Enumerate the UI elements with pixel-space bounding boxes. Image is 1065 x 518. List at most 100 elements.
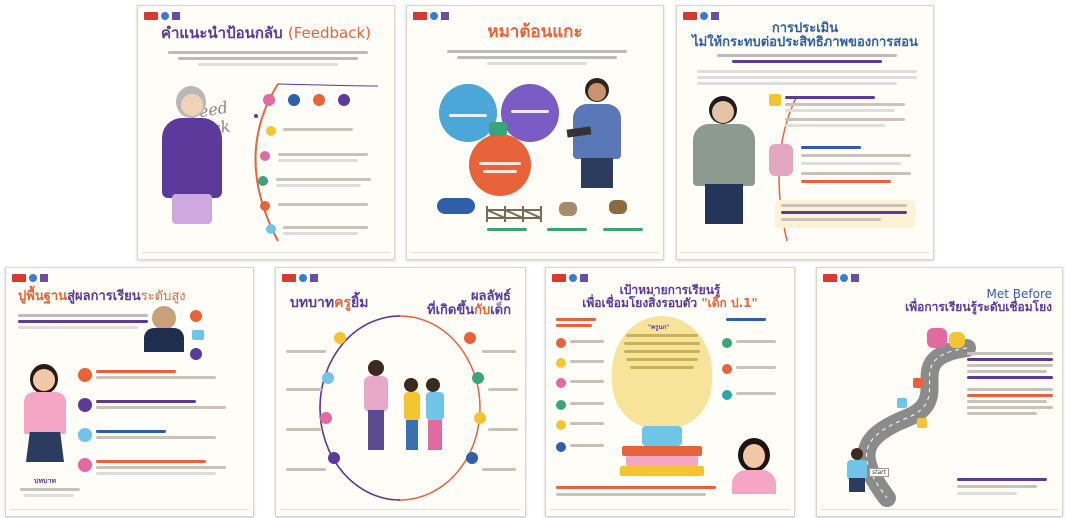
infographic-card-feedback[interactable]: คำแนะนำป้อนกลับ (Feedback) Feed back: [137, 5, 395, 260]
intro-text: [198, 63, 338, 66]
circle-frame: [319, 315, 481, 501]
learner-icon: [288, 94, 300, 106]
bottom-quote: [556, 486, 716, 489]
bulb-label: "ครูนก": [648, 324, 670, 331]
section-heading: [785, 96, 875, 99]
logo: [12, 274, 48, 282]
infographic-card-puzzle[interactable]: หมาต้อนแกะ: [406, 5, 664, 260]
guide-icon: [338, 94, 350, 106]
body-text: [967, 370, 1047, 373]
item-icon: [722, 338, 732, 348]
topic-circle-orange: [469, 134, 531, 196]
card-title-left: บทบาทครูยิ้ม: [290, 295, 369, 311]
infographic-card-goal[interactable]: เป้าหมายการเรียนรู้ เพื่อเชื่อมโยงสิ่งรอ…: [545, 267, 795, 517]
intro-text: [717, 54, 897, 57]
walker-illustration: [845, 448, 869, 492]
caption-text: [957, 478, 1047, 481]
step-text: [96, 406, 226, 409]
label-circle: [437, 198, 475, 214]
item-text: [736, 366, 776, 369]
circle-text: [479, 162, 521, 165]
outcome-text: [488, 388, 518, 391]
intro-text: [697, 82, 897, 85]
step-heading: [96, 460, 206, 463]
bottom-caption: [603, 228, 643, 231]
step-text: [283, 128, 353, 131]
card-footer: [280, 509, 521, 513]
section-text: [801, 162, 901, 165]
speaker-illustration: [158, 86, 228, 236]
body-text: [967, 394, 1053, 397]
item-icon: [556, 442, 566, 452]
card-footer: [411, 252, 659, 256]
intro-text: [18, 326, 138, 329]
section-heading: [801, 146, 861, 149]
topic-circle-purple: [501, 84, 559, 142]
signpost-icon: [913, 378, 923, 388]
intro-text: [447, 50, 627, 53]
intro-text: [18, 314, 148, 317]
bulb-text: [626, 334, 698, 337]
circle-text: [511, 110, 549, 113]
card-footer: [142, 252, 390, 256]
section-text: [785, 124, 885, 127]
highlight-text: [781, 204, 907, 207]
card-title-right: ผลลัพธ์ ที่เกิดขึ้นกับเด็ก: [427, 289, 511, 318]
card-footer: [681, 252, 929, 256]
step-text: [283, 232, 358, 235]
left-heading: [556, 318, 596, 321]
intro-text: [457, 56, 617, 59]
checklist-icon: [769, 94, 781, 106]
card-title: Met Before เพื่อการเรียนรู้ระดับเชื่อมโย…: [905, 287, 1052, 314]
step-icon: [258, 176, 268, 186]
logo: [413, 12, 449, 20]
body-text: [967, 352, 1053, 355]
teacher-illustration: [364, 360, 388, 450]
right-heading: [726, 318, 766, 321]
caption-text: [957, 492, 1017, 495]
circle-text: [483, 170, 517, 173]
logo: [823, 274, 859, 282]
item-icon: [556, 420, 566, 430]
step-heading: [96, 370, 176, 373]
logo: [282, 274, 318, 282]
step-text: [283, 226, 368, 229]
role-icon: [328, 452, 340, 464]
logo: [683, 12, 719, 20]
step-icon: [78, 398, 92, 412]
step-text: [96, 472, 216, 475]
bulb-text: [630, 366, 694, 369]
infographic-card-teacher-role[interactable]: บทบาทครูยิ้ม ผลลัพธ์ ที่เกิดขึ้นกับเด็ก: [275, 267, 526, 517]
intro-text: [697, 70, 917, 73]
bottom-caption: [547, 228, 587, 231]
card-title: คำแนะนำป้อนกลับ (Feedback): [160, 24, 372, 42]
section-text: [801, 180, 891, 183]
bulb-text: [624, 350, 700, 353]
books-stack: [622, 446, 702, 456]
body-text: [967, 412, 1037, 415]
teacher-portrait: [144, 306, 184, 352]
step-text: [96, 436, 216, 439]
fence-icon: [486, 206, 542, 222]
step-icon: [260, 201, 270, 211]
card-footer: [10, 509, 249, 513]
signpost-icon: [897, 398, 907, 408]
caption-text: [957, 485, 1037, 488]
role-text: [286, 388, 322, 391]
section-text: [785, 103, 905, 106]
item-icon: [722, 390, 732, 400]
signpost-icon: [917, 418, 927, 428]
body-text: [967, 358, 1053, 361]
goal-figures-icon: [949, 332, 965, 348]
item-text: [570, 380, 604, 383]
flag-icon: [190, 310, 202, 322]
infographic-card-assessment[interactable]: การประเมิน ไม่ให้กระทบต่อประสิทธิภาพของก…: [676, 5, 934, 260]
bulb-base: [642, 426, 682, 446]
infographic-card-foundation[interactable]: ปูพื้นฐานสู่ผลการเรียนระดับสูง บทบาท: [5, 267, 254, 517]
item-text: [570, 422, 604, 425]
books-stack: [620, 466, 704, 476]
step-text: [96, 376, 216, 379]
logo: [144, 12, 180, 20]
body-text: [967, 376, 1053, 379]
infographic-card-met-before[interactable]: Met Before เพื่อการเรียนรู้ระดับเชื่อมโย…: [816, 267, 1063, 517]
